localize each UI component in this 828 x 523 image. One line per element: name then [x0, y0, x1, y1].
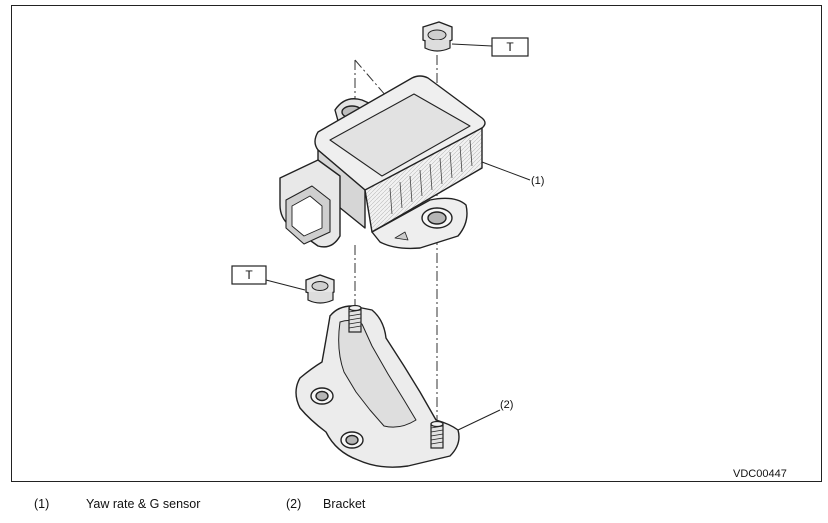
svg-text:T: T [506, 40, 514, 54]
legend-number-1: (1) [34, 497, 50, 511]
upper-torque-marker: T [491, 37, 529, 57]
callout-2: (2) [500, 399, 513, 411]
callout-1: (1) [531, 175, 544, 187]
figure-code: VDC00447 [733, 468, 787, 480]
diagram-frame [11, 5, 822, 482]
lower-torque-marker: T [231, 265, 267, 285]
lower-flange-nut [305, 274, 335, 304]
svg-text:T: T [245, 268, 253, 282]
yaw-rate-g-sensor [279, 75, 486, 250]
upper-flange-nut [422, 21, 453, 52]
legend-label-1: Yaw rate & G sensor [86, 497, 201, 511]
legend: (1) Yaw rate & G sensor (2) Bracket [0, 497, 828, 517]
bracket-stud-rear [348, 304, 362, 333]
bracket-stud-front [430, 420, 444, 449]
bracket [295, 305, 460, 468]
legend-label-2: Bracket [323, 497, 366, 511]
legend-number-2: (2) [286, 497, 302, 511]
